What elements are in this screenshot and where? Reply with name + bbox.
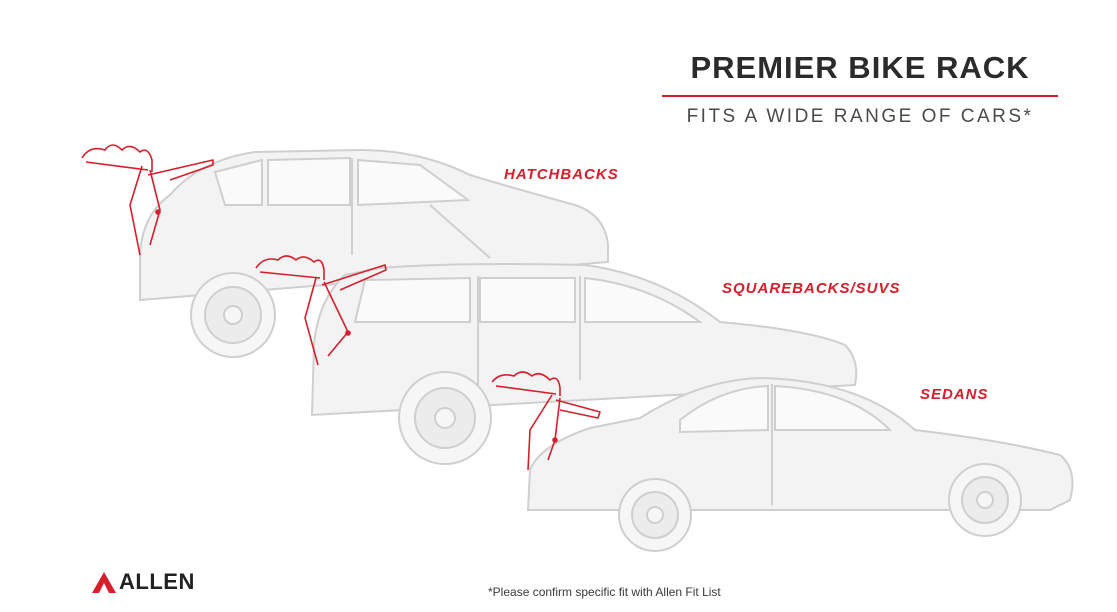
fit-footnote: *Please confirm specific fit with Allen … (488, 585, 721, 599)
label-sedans: SEDANS (920, 386, 989, 403)
brand-name: ALLEN (119, 569, 195, 594)
page-subtitle: FITS A WIDE RANGE OF CARS* (686, 106, 1034, 127)
page-title: PREMIER BIKE RACK (690, 50, 1030, 85)
label-hatchbacks: HATCHBACKS (504, 166, 619, 183)
allen-logo: ALLEN (90, 568, 195, 596)
sedan-car (526, 376, 1074, 552)
label-squarebacks-suvs: SQUAREBACKS/SUVS (722, 280, 901, 297)
allen-triangle-logo-icon (92, 572, 116, 593)
squareback-car (310, 263, 858, 465)
bike-rack-squareback (255, 255, 387, 366)
title-divider (662, 95, 1058, 97)
bike-rack-sedan (491, 371, 601, 471)
hatchback-car (139, 148, 609, 358)
bike-rack-hatchback (81, 144, 214, 256)
